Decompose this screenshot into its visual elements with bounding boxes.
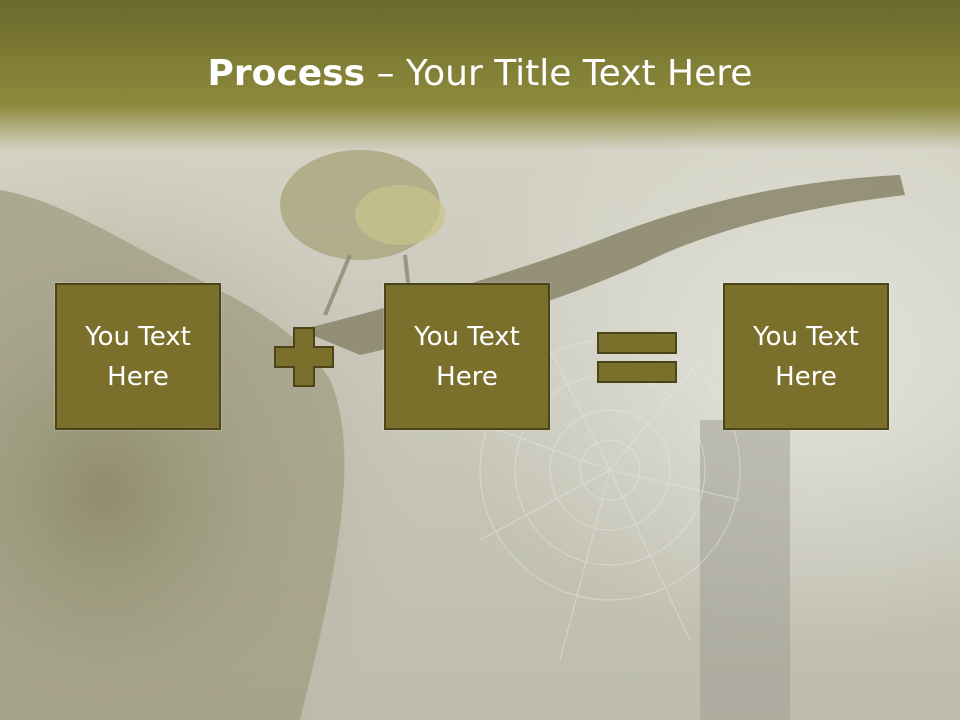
title-rest: – Your Title Text Here [365,53,753,94]
equals-icon [597,332,677,383]
title-bold: Process [207,53,366,94]
process-box-1[interactable]: You Text Here [55,283,221,430]
slide-title[interactable]: Process – Your Title Text Here [0,52,960,96]
process-box-2[interactable]: You Text Here [384,283,550,430]
process-box-3[interactable]: You Text Here [723,283,889,430]
plus-icon [274,327,334,387]
title-bar [0,0,960,150]
